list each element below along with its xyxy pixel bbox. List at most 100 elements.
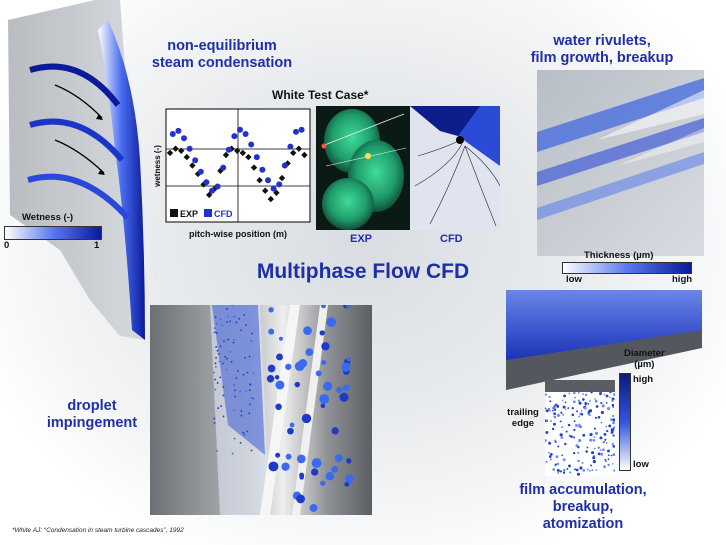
- atomized-droplet: [613, 393, 615, 397]
- atomized-droplet: [597, 446, 600, 449]
- exp-point: [284, 160, 291, 167]
- atomized-droplet: [594, 431, 599, 435]
- film-accumulation-render: [506, 290, 702, 390]
- exp-point: [245, 153, 252, 161]
- atomized-droplet: [593, 447, 596, 450]
- legend-exp-swatch: [170, 209, 178, 217]
- droplet-particle: [215, 356, 217, 359]
- atomized-droplet: [576, 472, 580, 476]
- atomized-droplet: [562, 405, 566, 409]
- droplet-particle: [267, 364, 276, 373]
- atomized-droplet: [578, 401, 582, 405]
- heading-water-rivulets: water rivulets, film growth, breakup: [512, 33, 692, 67]
- atomized-droplet: [575, 444, 579, 448]
- heading-film-line2: breakup,: [552, 499, 614, 516]
- atomized-droplet: [600, 401, 603, 405]
- atomized-droplet: [612, 453, 615, 457]
- atomized-droplet: [582, 469, 586, 472]
- droplet-particle: [213, 417, 216, 420]
- droplet-particle: [222, 386, 225, 388]
- thickness-scale-low: low: [566, 274, 582, 285]
- atomized-droplet: [545, 409, 549, 413]
- atomized-droplet: [571, 413, 575, 417]
- atomized-droplet: [592, 439, 596, 442]
- atomized-droplet: [594, 399, 598, 403]
- droplet-particle: [233, 437, 236, 440]
- atomized-droplet: [548, 455, 552, 458]
- atomized-droplet: [606, 429, 609, 433]
- heading-rivulets-line2: film growth, breakup: [530, 50, 674, 67]
- main-title: Multiphase Flow CFD: [256, 260, 470, 283]
- atomized-droplet: [602, 448, 605, 451]
- atomized-droplet: [582, 398, 585, 401]
- heading-noneq-line2: steam condensation: [151, 55, 293, 72]
- atomized-droplet: [549, 409, 551, 412]
- atomized-droplet: [548, 407, 550, 410]
- droplet-particle: [301, 413, 312, 424]
- droplet-particle: [229, 320, 232, 323]
- atomized-droplet: [595, 469, 598, 472]
- chart-xlabel: pitch-wise position (m): [189, 229, 287, 239]
- droplet-particle: [220, 405, 222, 408]
- wetness-colorbar: [4, 226, 102, 240]
- droplet-particle: [321, 342, 330, 351]
- atomized-droplet: [610, 418, 613, 422]
- droplet-particle: [243, 314, 246, 316]
- atomized-droplet: [607, 463, 610, 467]
- atomized-droplet: [554, 464, 557, 467]
- atomized-droplet: [566, 467, 569, 470]
- atomized-droplet: [594, 398, 596, 400]
- atomized-droplet: [613, 469, 615, 472]
- atomized-droplet: [556, 469, 560, 472]
- exp-label: EXP: [350, 233, 373, 245]
- cfd-point: [259, 166, 266, 173]
- droplet-particle: [311, 468, 319, 476]
- cfd-point: [281, 162, 288, 169]
- droplet-particle: [320, 480, 326, 486]
- exp-point: [267, 195, 274, 203]
- atomized-droplet: [577, 391, 580, 394]
- droplet-particle: [251, 332, 254, 335]
- atomized-droplet: [578, 415, 581, 418]
- droplet-particle: [315, 370, 322, 377]
- wetness-scale-max: 1: [94, 240, 100, 251]
- droplet-particle: [246, 430, 249, 433]
- cfd-point: [265, 177, 271, 184]
- atomized-droplet: [553, 422, 556, 426]
- atomized-droplet: [612, 462, 614, 465]
- droplet-particle: [325, 471, 335, 481]
- atomized-droplet: [555, 403, 558, 406]
- atomized-droplet: [611, 442, 614, 446]
- atomized-droplet: [586, 468, 589, 471]
- atomized-droplet: [574, 468, 576, 471]
- atomized-droplet: [589, 438, 593, 442]
- exp-point: [295, 145, 302, 152]
- droplet-particle: [216, 450, 218, 452]
- atomized-droplet: [554, 441, 557, 444]
- droplet-particle: [223, 340, 225, 343]
- atomized-droplet: [611, 403, 615, 407]
- droplet-particle: [245, 324, 247, 327]
- atomized-droplet: [545, 419, 548, 422]
- diameter-scale-title: Diameter (µm): [624, 348, 665, 370]
- atomized-droplet: [582, 393, 584, 395]
- legend-exp-label: EXP: [180, 209, 198, 219]
- droplet-particle: [331, 465, 339, 473]
- droplet-particle: [233, 339, 235, 342]
- atomized-droplet: [607, 449, 610, 453]
- atomized-droplet: [580, 413, 584, 416]
- cfd-contour-plot: [410, 106, 500, 230]
- atomized-droplet: [564, 401, 567, 404]
- atomized-droplet: [601, 404, 605, 408]
- droplet-particle: [222, 415, 225, 418]
- atomized-droplet: [612, 434, 615, 437]
- atomized-droplet: [564, 408, 567, 411]
- atomized-droplet: [545, 393, 548, 396]
- atomized-droplet: [597, 416, 601, 419]
- cfd-label: CFD: [440, 233, 463, 245]
- droplet-particle: [233, 389, 236, 392]
- cfd-point: [209, 187, 215, 194]
- droplet-particle: [232, 341, 235, 344]
- atomized-droplet: [587, 403, 590, 405]
- droplet-particle: [336, 386, 343, 394]
